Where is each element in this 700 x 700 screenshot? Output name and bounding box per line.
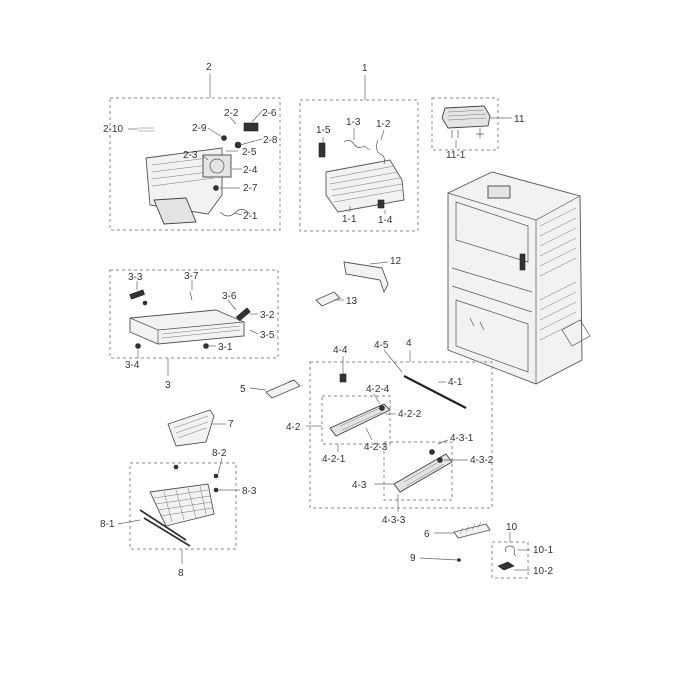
hinge-3-3 (129, 289, 145, 300)
part-13 (315, 291, 341, 307)
label-group-2: 2 (206, 62, 212, 73)
label-4-2-1: 4-2-1 (322, 454, 346, 465)
label-group-8: 8 (178, 568, 184, 579)
rail-4-3 (393, 453, 453, 493)
evaporator (325, 159, 405, 213)
label-group-11: 11 (514, 114, 525, 125)
label-group-12: 12 (390, 256, 402, 267)
label-8-3: 8-3 (242, 486, 257, 497)
label-2-5: 2-5 (242, 147, 257, 158)
basket-8 (149, 483, 215, 527)
label-4-2: 4-2 (286, 422, 301, 433)
cabinet-top-module (487, 185, 511, 199)
fan-motor (202, 154, 232, 178)
group-3-assembly: 3-3 3-7 3-6 3-2 3-5 3-1 3-4 3 (109, 269, 279, 391)
label-group-4: 4 (406, 338, 412, 349)
label-2-8: 2-8 (263, 135, 278, 146)
label-group-9: 9 (410, 553, 416, 564)
group-10-box (491, 541, 529, 579)
label-2-9: 2-9 (192, 123, 207, 134)
sensor-1-5 (318, 142, 326, 158)
label-2-2: 2-2 (224, 108, 239, 119)
group-11-assembly: 11 11-1 (431, 97, 525, 161)
group-1-box (299, 99, 419, 232)
label-4-2-4: 4-2-4 (366, 384, 390, 395)
part-5 (265, 379, 301, 399)
group-1-assembly: 1 1-5 1-3 1-2 1-1 1-4 (299, 63, 419, 232)
label-2-7: 2-7 (243, 183, 258, 194)
cabinet-body (447, 171, 583, 385)
label-group-1: 1 (362, 63, 368, 74)
label-3-5: 3-5 (260, 330, 275, 341)
handle-12 (343, 261, 389, 294)
label-3-6: 3-6 (222, 291, 237, 302)
label-3-3: 3-3 (128, 272, 143, 283)
label-1-1: 1-1 (342, 214, 357, 225)
label-2-6: 2-6 (262, 108, 277, 119)
label-2-1: 2-1 (243, 211, 258, 222)
rod-4-1 (403, 375, 467, 409)
group-4-assembly: 4 4-5 4-4 4-1 4-2-4 4-2-2 4-2 4-2-3 4-2-… (286, 338, 494, 526)
label-3-2: 3-2 (260, 310, 275, 321)
label-4-4: 4-4 (333, 345, 348, 356)
label-3-7: 3-7 (184, 271, 199, 282)
label-4-3-2: 4-3-2 (470, 455, 494, 466)
label-group-3: 3 (165, 380, 171, 391)
label-4-1: 4-1 (448, 377, 463, 388)
label-2-4: 2-4 (243, 165, 258, 176)
bracket-2-6 (243, 122, 259, 132)
label-4-2-2: 4-2-2 (398, 409, 422, 420)
clip-4-4 (339, 373, 347, 383)
rail-4-2 (329, 403, 391, 437)
part-6 (453, 523, 491, 539)
part-10-2 (497, 561, 515, 571)
label-1-2: 1-2 (376, 119, 391, 130)
fuse-1-4 (377, 199, 385, 209)
label-8-2: 8-2 (212, 448, 227, 459)
label-1-4: 1-4 (378, 215, 393, 226)
group-6-9-10: 6 9 10 10-1 10-2 (410, 521, 553, 579)
label-10-1: 10-1 (533, 545, 553, 556)
label-4-3-1: 4-3-1 (450, 433, 474, 444)
refrigerator-cabinet (447, 171, 591, 385)
group-4-2-box (321, 395, 391, 445)
label-group-13: 13 (346, 296, 358, 307)
label-3-4: 3-4 (125, 360, 140, 371)
label-4-3: 4-3 (352, 480, 367, 491)
label-1-3: 1-3 (346, 117, 361, 128)
label-1-5: 1-5 (316, 125, 331, 136)
group-7: 7 (167, 409, 234, 447)
group-3-box (109, 269, 279, 359)
group-8-assembly: 8-2 8-3 8-1 8 (100, 448, 257, 579)
group-4-3-box (383, 441, 453, 501)
label-10-2: 10-2 (533, 566, 553, 577)
label-3-1: 3-1 (218, 342, 233, 353)
hinge-3-5 (235, 307, 251, 322)
group-2-box (109, 97, 281, 231)
label-11-1: 11-1 (446, 150, 466, 161)
panel-flap (153, 197, 197, 225)
label-4-2-3: 4-2-3 (364, 442, 388, 453)
group-11-box (431, 97, 499, 151)
group-5: 5 (240, 379, 301, 399)
group-12-13: 12 13 (315, 256, 402, 307)
group-2-assembly: 2 2-10 2-2 2-6 2-9 2-8 2-5 2-3 2-4 2-7 2… (103, 62, 281, 231)
label-2-10: 2-10 (103, 124, 123, 135)
label-group-7: 7 (228, 419, 234, 430)
label-group-10: 10 (506, 522, 518, 533)
label-group-6: 6 (424, 529, 430, 540)
label-8-1: 8-1 (100, 519, 115, 530)
label-2-3: 2-3 (183, 150, 198, 161)
label-4-5: 4-5 (374, 340, 389, 351)
group-4-box (309, 361, 493, 509)
label-group-5: 5 (240, 384, 246, 395)
label-4-3-3: 4-3-3 (382, 515, 406, 526)
ice-maker-module (441, 105, 491, 129)
